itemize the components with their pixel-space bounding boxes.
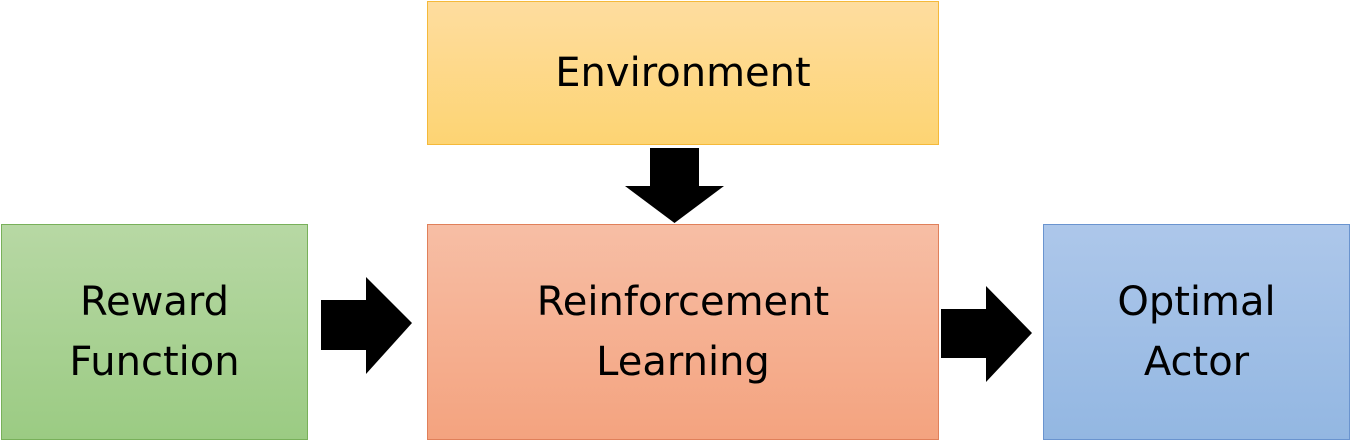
arrow-rl-to-actor [941, 286, 1032, 382]
reinforcement-learning-box: Reinforcement Learning [427, 224, 939, 440]
optimal-actor-box: Optimal Actor [1043, 224, 1350, 440]
optimal-actor-label-line2: Actor [1143, 339, 1250, 385]
reinforcement-learning-label-line1: Reinforcement [536, 279, 830, 325]
reward-function-label-line2: Function [69, 339, 240, 385]
environment-box: Environment [427, 1, 939, 145]
arrow-environment-to-rl [625, 148, 724, 223]
reward-function-box: Reward Function [1, 224, 308, 440]
reward-function-label-line1: Reward [80, 279, 229, 325]
optimal-actor-label-line1: Optimal [1117, 279, 1276, 325]
reinforcement-learning-label-line2: Learning [596, 339, 770, 385]
environment-label: Environment [555, 50, 811, 96]
arrow-reward-to-rl [321, 277, 412, 374]
